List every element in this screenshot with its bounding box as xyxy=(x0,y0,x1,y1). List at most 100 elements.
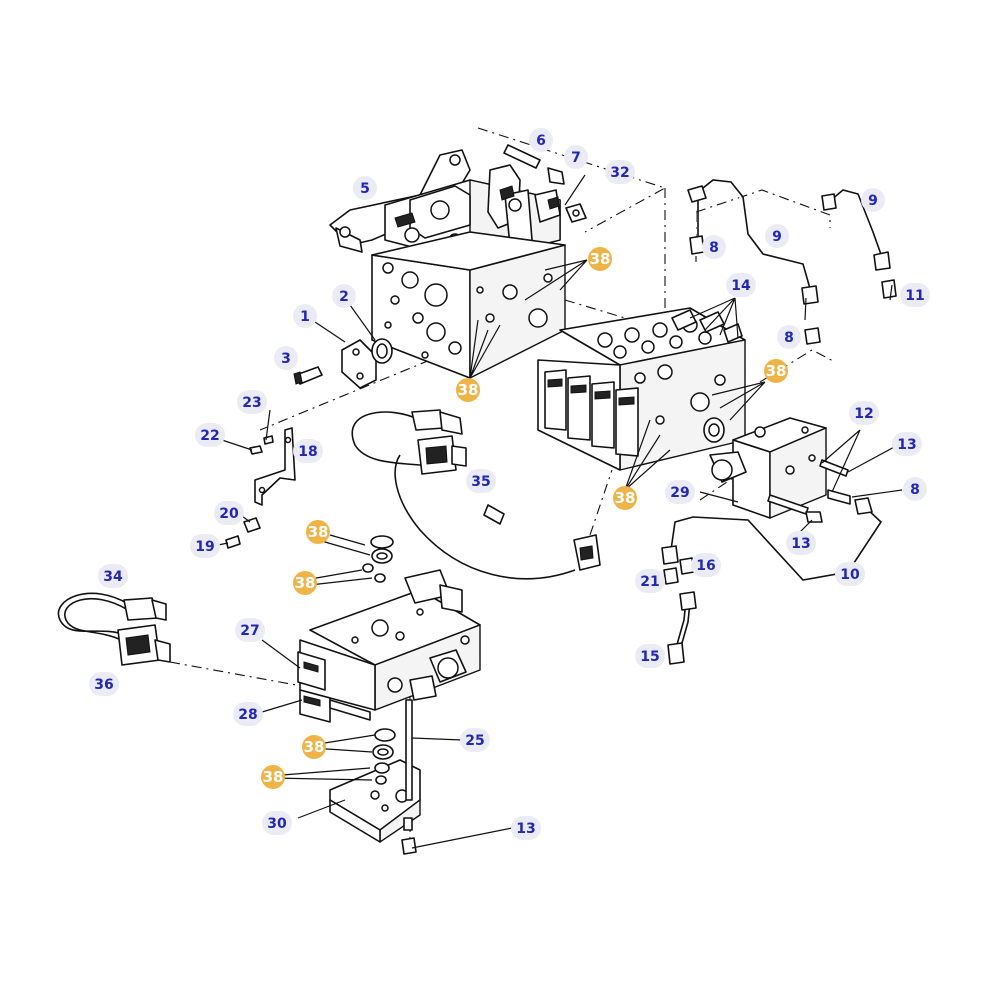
callout-22: 22 xyxy=(195,423,225,447)
callout-number: 29 xyxy=(670,485,689,501)
kit-badge-number: 38 xyxy=(263,768,284,786)
callout-number: 15 xyxy=(640,649,659,665)
callout-number: 34 xyxy=(103,569,123,585)
callout-35: 35 xyxy=(466,469,496,493)
kit-badge-circle xyxy=(764,359,788,383)
callout-12: 12 xyxy=(849,401,879,425)
kit-badge-circle xyxy=(456,378,480,402)
callout-background xyxy=(293,439,323,463)
callout-background xyxy=(89,672,119,696)
callout-9: 9 xyxy=(765,224,789,248)
callout-number: 27 xyxy=(240,623,259,639)
callout-6: 6 xyxy=(529,128,553,152)
callout-23: 23 xyxy=(237,390,267,414)
callout-number: 8 xyxy=(784,330,794,346)
callout-number: 18 xyxy=(298,444,317,460)
callout-number: 30 xyxy=(267,816,287,832)
callout-background xyxy=(235,618,265,642)
sectional-valve-14 xyxy=(537,307,746,471)
callout-27: 27 xyxy=(235,618,265,642)
callout-number: 9 xyxy=(868,193,878,209)
callout-background xyxy=(214,501,244,525)
callout-13: 13 xyxy=(892,432,922,456)
kit-badge-number: 38 xyxy=(304,738,325,756)
kit-badge-38: 38 xyxy=(456,378,480,402)
callout-background xyxy=(605,160,635,184)
kit-badge-circle xyxy=(306,520,330,544)
block-29 xyxy=(709,417,851,523)
callout-background xyxy=(861,188,885,212)
callout-background xyxy=(849,401,879,425)
kit-badge-38: 38 xyxy=(261,765,285,789)
kit-badge-38: 38 xyxy=(293,571,317,595)
flange-parts xyxy=(293,338,393,389)
callout-background xyxy=(786,531,816,555)
callout-number: 19 xyxy=(195,539,214,555)
kit-badge-38: 38 xyxy=(613,486,637,510)
callout-number: 23 xyxy=(242,395,261,411)
callout-background xyxy=(233,702,263,726)
callout-15: 15 xyxy=(635,644,665,668)
kit-badge-circle xyxy=(613,486,637,510)
callout-10: 10 xyxy=(835,562,865,586)
callout-25: 25 xyxy=(460,728,490,752)
callout-2: 2 xyxy=(332,284,356,308)
kit-badge-number: 38 xyxy=(295,574,316,592)
callout-1: 1 xyxy=(293,304,317,328)
callout-background xyxy=(892,432,922,456)
kit-badge-38: 38 xyxy=(302,735,326,759)
kit-badge-circle xyxy=(302,735,326,759)
kit-badge-circle xyxy=(293,571,317,595)
main-valve-assembly xyxy=(329,149,566,379)
callout-number: 12 xyxy=(854,406,873,422)
callout-background xyxy=(900,283,930,307)
callout-number: 25 xyxy=(465,733,484,749)
callout-number: 6 xyxy=(536,133,546,149)
callout-background xyxy=(564,145,588,169)
callout-background xyxy=(98,564,128,588)
callout-background xyxy=(293,304,317,328)
callout-28: 28 xyxy=(233,702,263,726)
callout-number: 13 xyxy=(791,536,810,552)
plate-30 xyxy=(329,535,421,855)
callout-background xyxy=(353,176,377,200)
bracket-18 xyxy=(225,427,296,549)
callout-9: 9 xyxy=(861,188,885,212)
callout-number: 2 xyxy=(339,289,349,305)
callout-number: 16 xyxy=(696,558,715,574)
callout-13: 13 xyxy=(511,816,541,840)
callout-32: 32 xyxy=(605,160,635,184)
callout-number: 21 xyxy=(640,574,659,590)
callout-number: 7 xyxy=(571,150,581,166)
callout-number: 32 xyxy=(610,165,629,181)
callout-background xyxy=(635,644,665,668)
callout-background xyxy=(635,569,665,593)
callout-30: 30 xyxy=(262,811,292,835)
lower-valve-assembly xyxy=(297,569,481,723)
kit-badge-number: 38 xyxy=(308,523,329,541)
kit-badge-38: 38 xyxy=(588,247,612,271)
callout-background xyxy=(195,423,225,447)
callout-21: 21 xyxy=(635,569,665,593)
callout-number: 5 xyxy=(360,181,370,197)
callout-8: 8 xyxy=(777,325,801,349)
kit-badge-number: 38 xyxy=(590,250,611,268)
callout-20: 20 xyxy=(214,501,244,525)
callout-8: 8 xyxy=(903,477,927,501)
callout-background xyxy=(466,469,496,493)
solenoid-34-36 xyxy=(57,592,171,666)
callout-background xyxy=(332,284,356,308)
callout-number: 14 xyxy=(731,278,751,294)
callout-5: 5 xyxy=(353,176,377,200)
callout-number: 8 xyxy=(910,482,920,498)
callout-number: 13 xyxy=(897,437,916,453)
callout-background xyxy=(262,811,292,835)
callout-36: 36 xyxy=(89,672,119,696)
callout-number: 3 xyxy=(281,351,291,367)
callout-number: 9 xyxy=(772,229,782,245)
callout-background xyxy=(190,534,220,558)
callout-number: 28 xyxy=(238,707,257,723)
callout-number: 36 xyxy=(94,677,113,693)
callout-background xyxy=(835,562,865,586)
